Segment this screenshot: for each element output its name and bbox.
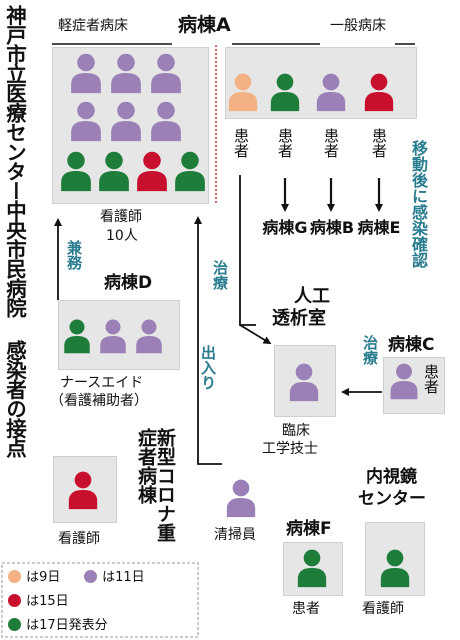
ward-c-patient-icon [390,363,418,400]
nurses-caption-1: 看護師 [100,209,142,225]
ward-f-patient-icon [297,549,327,588]
nurse-icon [99,151,129,192]
legend-text: は17日発表分 [26,618,108,633]
ward-e-label: 病棟E [357,218,401,237]
patient-icon [270,73,300,112]
page-title: 神戸市立医療センター中央市民病院 感染者の接点 [2,5,27,457]
ward-d-area [58,300,180,370]
ward-d-label: 病棟D [104,273,153,293]
patient-icon [316,73,346,112]
dual-duty-label: 兼務 [65,240,83,270]
legend-swatch [8,570,21,583]
ward-f-label: 病棟F [286,519,332,539]
ward-c-label: 病棟C [388,335,435,355]
moved-note: 移動後に感染確認 [409,140,428,268]
dialysis-label-1: 人工 [294,286,330,307]
nurse-icon [151,53,181,94]
patient-label: 患者 [232,128,250,158]
nurse-aide-caption: ナースエイド [60,375,144,391]
endoscopy-nurse-caption: 看護師 [362,601,404,617]
legend-text: は11日 [102,570,145,585]
treatment-label-1: 治療 [211,260,229,290]
in-out-label: 出入り [199,345,217,390]
nurse-icon [111,101,141,142]
legend-text: は15日 [26,594,69,609]
legend-text: は9日 [26,570,61,585]
ward-f-patient-caption: 患者 [292,601,320,617]
mild-bed-label: 軽症者病床 [58,18,128,34]
patient-label: 患者 [370,128,388,158]
legend-item: は9日 [8,566,60,585]
nurse-icon [175,151,205,192]
corona-ward-label: 新型コロナ重症者病棟 [135,428,176,542]
nurse-icon [71,53,101,94]
corona-nurse-icon [68,471,98,510]
nurse-aide-caption-2: （看護補助者） [50,393,148,409]
technician-caption-1: 臨床 [282,423,310,439]
endoscopy-nurse-icon [380,549,410,588]
nurse-icon [111,53,141,94]
legend-swatch [84,570,97,583]
patient-icon [228,73,258,112]
treatment-label-2: 治療 [361,335,379,365]
ward-c-patient-label: 患者 [422,364,440,394]
cleaner-icon [226,479,256,518]
legend-swatch [8,594,21,607]
technician-caption-2: 工学技士 [262,441,318,457]
legend-item: は15日 [8,590,69,609]
corona-nurse-caption: 看護師 [58,531,100,547]
technician-icon [289,363,319,402]
nurse-icon [71,101,101,142]
nurse-icon [151,101,181,142]
cleaner-caption: 清掃員 [214,527,256,543]
nurse-aide-icon [64,319,90,354]
patient-label: 患者 [322,128,340,158]
nurses-caption-2: 10人 [106,228,138,244]
legend-swatch [8,618,21,631]
corona-ward-area [53,456,117,523]
endoscopy-label-2: センター [358,489,426,509]
patient-icon [364,73,394,112]
endoscopy-label-1: 内視鏡 [366,467,417,487]
dialysis-area [274,345,336,417]
ward-b-label: 病棟B [309,218,355,237]
nurse-aide-icon [100,319,126,354]
nurse-icon [137,151,167,192]
ward-g-label: 病棟G [262,218,308,237]
dialysis-label-2: 透析室 [272,308,326,329]
ward-a-label: 病棟A [178,14,231,36]
general-bed-label: 一般病床 [330,18,386,34]
legend-item: は17日発表分 [8,614,108,633]
patient-label: 患者 [276,128,294,158]
legend-item: は11日 [84,566,145,585]
nurse-aide-icon [136,319,162,354]
nurse-icon [61,151,91,192]
